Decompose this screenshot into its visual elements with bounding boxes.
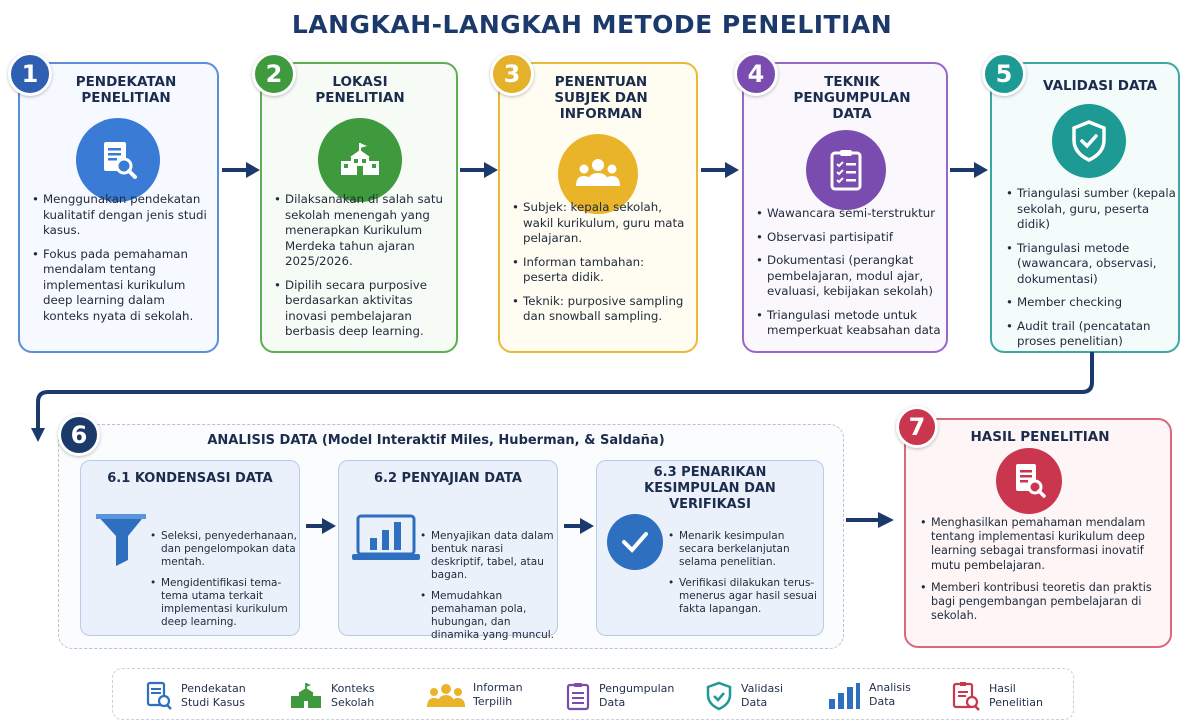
arrow-6-2-6-3: [564, 518, 594, 534]
bullet-item: Teknik: purposive sampling dan snowball …: [512, 294, 692, 325]
bullet-item: Verifikasi dilakukan terus-menerus agar …: [668, 577, 820, 616]
bullet-item: Menggunakan pendekatan kualitatif dengan…: [32, 192, 212, 239]
arrow-1-2: [222, 162, 260, 178]
arrow-6-7: [846, 512, 894, 528]
analysis-bullets: Menyajikan data dalam bentuk narasi desk…: [420, 530, 556, 650]
bullet-item: Triangulasi metode untuk memperkuat keab…: [756, 308, 946, 339]
legend-label-1: Pendekatan: [181, 682, 246, 695]
funnel-icon: [96, 514, 146, 566]
analysis-sub-title: 6.2 PENYAJIAN DATA: [374, 471, 522, 486]
step-bullets: Dilaksanakan di salah satu sekolah menen…: [274, 192, 454, 348]
analysis-bullets: Seleksi, penyederhanaan, dan pengelompok…: [150, 530, 298, 637]
clipboard-checklist-icon: [806, 130, 886, 210]
report-search-icon: [952, 682, 980, 711]
report-search-icon: [996, 448, 1062, 514]
bullet-item: Dokumentasi (perangkat pembelajaran, mod…: [756, 253, 946, 300]
school-building-icon: [291, 683, 321, 708]
bullet-item: Dipilih secara purposive berdasarkan akt…: [274, 278, 454, 340]
step-bullets: Triangulasi sumber (kepala sekolah, guru…: [1006, 186, 1176, 350]
legend-label-1: Konteks: [331, 682, 375, 695]
bullet-item: Menyajikan data dalam bentuk narasi desk…: [420, 530, 556, 582]
bullet-item: Mengidentifikasi tema-tema utama terkait…: [150, 577, 298, 629]
step-number-badge: 4: [734, 52, 778, 96]
step-title: LOKASI PENELITIAN: [315, 74, 405, 106]
bullet-item: Member checking: [1006, 295, 1176, 311]
bullet-item: Observasi partisipatif: [756, 230, 946, 246]
bullet-item: Audit trail (pencatatan proses penelitia…: [1006, 319, 1176, 350]
step-title: VALIDASI DATA: [1043, 78, 1157, 94]
analysis-title: ANALISIS DATA (Model Interaktif Miles, H…: [207, 433, 665, 448]
step-number-badge: 3: [490, 52, 534, 96]
step-bullets: Wawancara semi-terstruktur Observasi par…: [756, 206, 946, 347]
bullet-item: Memudahkan pemahaman pola, hubungan, dan…: [420, 590, 556, 642]
bullet-item: Menarik kesimpulan secara berkelanjutan …: [668, 530, 820, 569]
analysis-bullets: Menarik kesimpulan secara berkelanjutan …: [668, 530, 820, 624]
shield-check-icon: [706, 681, 732, 711]
shield-check-icon: [1052, 104, 1126, 178]
legend-label-1: Informan: [473, 681, 523, 694]
analysis-sub-title: 6.1 KONDENSASI DATA: [107, 471, 273, 486]
people-group-icon: [427, 684, 465, 707]
arrow-4-5: [950, 162, 988, 178]
bullet-item: Seleksi, penyederhanaan, dan pengelompok…: [150, 530, 298, 569]
arrow-6-1-6-2: [306, 518, 336, 534]
result-title: HASIL PENELITIAN: [970, 429, 1110, 445]
legend-label-2: Sekolah: [331, 696, 375, 709]
step-title: PENDEKATAN PENELITIAN: [75, 74, 177, 106]
legend-label-2: Data: [741, 696, 768, 709]
step-number-badge: 2: [252, 52, 296, 96]
bullet-item: Informan tambahan: peserta didik.: [512, 255, 692, 286]
bullet-item: Triangulasi metode (wawancara, observasi…: [1006, 241, 1176, 288]
step-bullets: Menggunakan pendekatan kualitatif dengan…: [32, 192, 212, 332]
step-number-badge: 6: [58, 414, 100, 456]
result-bullets: Menghasilkan pemahaman mendalam tentang …: [920, 516, 1166, 631]
school-building-icon: [318, 118, 402, 202]
legend-label-1: Validasi: [741, 682, 784, 695]
bullet-item: Fokus pada pemahaman mendalam tentang im…: [32, 247, 212, 325]
legend-label-2: Data: [599, 696, 626, 709]
document-search-icon: [76, 118, 160, 202]
step-number-badge: 7: [896, 406, 938, 448]
bullet-item: Dilaksanakan di salah satu sekolah menen…: [274, 192, 454, 270]
analysis-sub-title: 6.3 PENARIKAN KESIMPULAN DAN VERIFIKASI: [644, 465, 776, 512]
legend-label-2: Terpilih: [473, 695, 513, 708]
check-circle-icon: [607, 514, 663, 570]
bullet-item: Subjek: kepala sekolah, wakil kurikulum,…: [512, 200, 692, 247]
legend-label-2: Data: [869, 695, 896, 708]
connector-5-6: [31, 352, 1094, 442]
legend-label-2: Studi Kasus: [181, 696, 245, 709]
step-bullets: Subjek: kepala sekolah, wakil kurikulum,…: [512, 200, 692, 333]
step-title: PENENTUAN SUBJEK DAN INFORMAN: [554, 74, 648, 122]
legend-label-1: Pengumpulan: [599, 682, 675, 695]
clipboard-checklist-icon: [566, 683, 590, 711]
bar-chart-icon: [829, 683, 860, 709]
step-number-badge: 5: [982, 52, 1026, 96]
monitor-chart-icon: [352, 514, 420, 560]
step-title: TEKNIK PENGUMPULAN DATA: [793, 74, 911, 122]
arrow-2-3: [460, 162, 498, 178]
bullet-item: Wawancara semi-terstruktur: [756, 206, 946, 222]
legend-label-2: Penelitian: [989, 696, 1043, 709]
legend-label-1: Analisis: [869, 681, 911, 694]
bullet-item: Menghasilkan pemahaman mendalam tentang …: [920, 516, 1166, 573]
arrow-3-4: [701, 162, 739, 178]
bullet-item: Triangulasi sumber (kepala sekolah, guru…: [1006, 186, 1176, 233]
document-search-icon: [146, 681, 172, 710]
bullet-item: Memberi kontribusi teoretis dan praktis …: [920, 581, 1166, 624]
page-title: LANGKAH-LANGKAH METODE PENELITIAN: [291, 10, 893, 39]
legend-label-1: Hasil: [989, 682, 1016, 695]
step-number-badge: 1: [8, 52, 52, 96]
